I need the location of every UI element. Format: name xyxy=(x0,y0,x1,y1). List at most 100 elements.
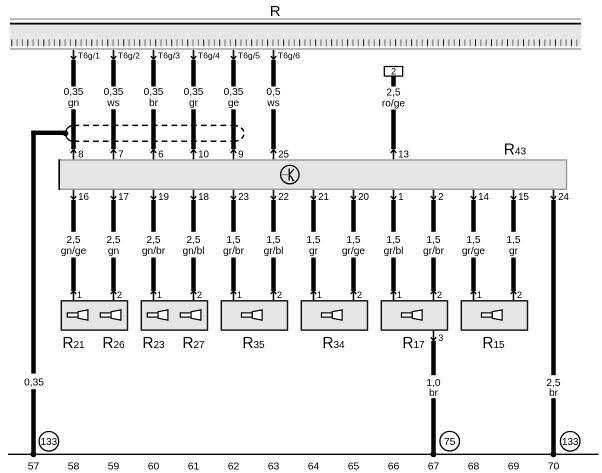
svg-text:2,5: 2,5 xyxy=(66,235,80,246)
svg-text:gn/bl: gn/bl xyxy=(182,246,204,257)
svg-text:133: 133 xyxy=(41,437,58,448)
svg-text:3: 3 xyxy=(438,332,443,343)
svg-text:1,5: 1,5 xyxy=(306,235,320,246)
svg-text:2: 2 xyxy=(117,290,122,300)
svg-text:1,5: 1,5 xyxy=(266,235,280,246)
svg-text:69: 69 xyxy=(508,462,520,473)
svg-text:0,35: 0,35 xyxy=(184,87,204,98)
svg-text:24: 24 xyxy=(558,192,569,203)
svg-text:gr/ge: gr/ge xyxy=(342,246,366,257)
svg-text:R21: R21 xyxy=(62,335,85,352)
svg-text:1: 1 xyxy=(477,290,482,300)
svg-text:2: 2 xyxy=(277,290,282,300)
svg-text:62: 62 xyxy=(228,462,240,473)
svg-text:1,5: 1,5 xyxy=(386,235,400,246)
svg-text:gr: gr xyxy=(509,246,519,257)
svg-text:br: br xyxy=(149,98,159,109)
svg-text:64: 64 xyxy=(308,462,320,473)
svg-text:gr/ge: gr/ge xyxy=(462,246,486,257)
svg-text:70: 70 xyxy=(548,462,560,473)
svg-text:16: 16 xyxy=(78,192,89,203)
svg-text:10: 10 xyxy=(198,149,209,160)
svg-text:15: 15 xyxy=(518,192,529,203)
svg-text:1: 1 xyxy=(237,290,242,300)
svg-text:25: 25 xyxy=(278,149,289,160)
svg-text:gr/br: gr/br xyxy=(223,246,245,257)
svg-text:0,35: 0,35 xyxy=(224,87,244,98)
svg-text:1,5: 1,5 xyxy=(506,235,520,246)
svg-text:22: 22 xyxy=(278,192,289,203)
svg-text:59: 59 xyxy=(108,462,120,473)
svg-text:0,35: 0,35 xyxy=(24,377,44,388)
svg-text:2,5: 2,5 xyxy=(146,235,160,246)
svg-text:0,35: 0,35 xyxy=(144,87,164,98)
svg-text:60: 60 xyxy=(148,462,160,473)
svg-text:2,5: 2,5 xyxy=(106,235,120,246)
svg-text:21: 21 xyxy=(318,192,329,203)
svg-text:1,5: 1,5 xyxy=(466,235,480,246)
svg-text:ws: ws xyxy=(266,98,279,109)
svg-text:1,5: 1,5 xyxy=(226,235,240,246)
svg-text:1: 1 xyxy=(317,290,322,300)
svg-text:1,5: 1,5 xyxy=(426,235,440,246)
svg-text:ge: ge xyxy=(228,98,240,109)
svg-text:R26: R26 xyxy=(102,335,125,352)
svg-text:2: 2 xyxy=(517,290,522,300)
svg-text:6: 6 xyxy=(158,149,164,160)
svg-text:ro/ge: ro/ge xyxy=(382,98,406,109)
svg-text:T6g/1: T6g/1 xyxy=(78,51,100,61)
svg-text:gn/br: gn/br xyxy=(142,246,166,257)
svg-text:58: 58 xyxy=(68,462,80,473)
svg-text:9: 9 xyxy=(238,149,243,160)
svg-text:br: br xyxy=(549,388,559,399)
svg-text:1: 1 xyxy=(398,192,403,203)
svg-text:gr/bl: gr/bl xyxy=(264,246,284,257)
svg-text:14: 14 xyxy=(478,192,489,203)
svg-text:63: 63 xyxy=(268,462,280,473)
svg-text:0,35: 0,35 xyxy=(64,87,84,98)
svg-text:T6g/3: T6g/3 xyxy=(158,51,180,61)
svg-text:1: 1 xyxy=(77,290,82,300)
svg-text:1: 1 xyxy=(397,290,402,300)
svg-text:2,5: 2,5 xyxy=(386,88,400,99)
svg-text:67: 67 xyxy=(428,462,440,473)
svg-text:R: R xyxy=(270,3,281,20)
svg-text:1: 1 xyxy=(157,290,162,300)
svg-text:R43: R43 xyxy=(504,142,527,159)
svg-text:T6g/4: T6g/4 xyxy=(198,51,220,61)
svg-text:gr: gr xyxy=(189,98,199,109)
svg-text:br: br xyxy=(429,388,439,399)
svg-text:gn: gn xyxy=(108,246,119,257)
svg-text:T6g/6: T6g/6 xyxy=(278,51,300,61)
svg-text:R27: R27 xyxy=(182,335,205,352)
svg-text:0,35: 0,35 xyxy=(104,87,124,98)
svg-text:19: 19 xyxy=(158,192,169,203)
svg-text:20: 20 xyxy=(358,192,369,203)
svg-text:2,5: 2,5 xyxy=(186,235,200,246)
svg-text:66: 66 xyxy=(388,462,400,473)
svg-text:0,5: 0,5 xyxy=(266,87,280,98)
svg-text:75: 75 xyxy=(444,436,456,448)
svg-text:61: 61 xyxy=(188,462,200,473)
svg-text:1,0: 1,0 xyxy=(426,378,440,389)
svg-text:T6g/2: T6g/2 xyxy=(118,51,140,61)
svg-text:gr: gr xyxy=(309,246,319,257)
svg-text:R17: R17 xyxy=(402,335,425,352)
svg-text:gn/ge: gn/ge xyxy=(61,246,87,257)
svg-text:2: 2 xyxy=(438,192,443,203)
svg-text:23: 23 xyxy=(238,192,249,203)
svg-text:57: 57 xyxy=(28,462,40,473)
svg-text:133: 133 xyxy=(562,437,579,448)
svg-text:65: 65 xyxy=(348,462,360,473)
svg-text:7: 7 xyxy=(118,149,123,160)
svg-text:2: 2 xyxy=(197,290,202,300)
svg-text:R35: R35 xyxy=(242,335,265,352)
svg-text:2: 2 xyxy=(437,290,442,300)
svg-text:2,5: 2,5 xyxy=(546,378,560,389)
svg-text:18: 18 xyxy=(198,192,209,203)
svg-text:gn: gn xyxy=(68,98,79,109)
svg-text:17: 17 xyxy=(118,192,129,203)
svg-text:R34: R34 xyxy=(322,335,345,352)
svg-text:T6g/5: T6g/5 xyxy=(238,51,260,61)
svg-text:1,5: 1,5 xyxy=(346,235,360,246)
